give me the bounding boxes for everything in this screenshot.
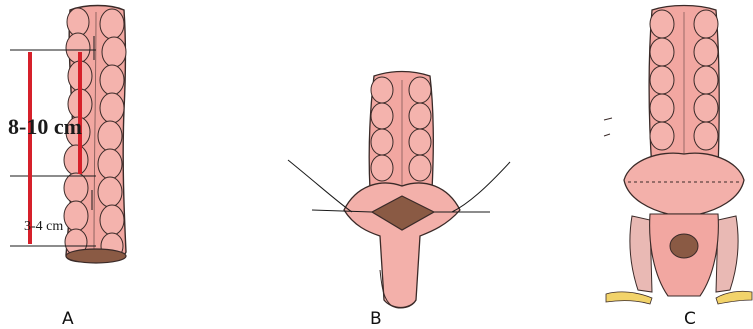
panel-c-fat-right [716,291,752,304]
panel-c-anastomosis [670,234,698,258]
panel-b-illustration [288,72,510,309]
measure-upper-label: 8-10 cm [8,114,82,139]
panel-c-fat-left [606,292,652,304]
panel-a-illustration: 8-10 cm 3-4 cm [8,6,126,264]
measure-lower-label: 3-4 cm [24,219,63,234]
panel-c-reservoir [624,153,744,214]
panel-label-a: A [62,309,74,329]
panel-label-c: C [684,309,696,329]
panel-a-cut-end [66,249,126,263]
panel-label-b: B [370,309,382,329]
panel-c-illustration [604,6,752,305]
